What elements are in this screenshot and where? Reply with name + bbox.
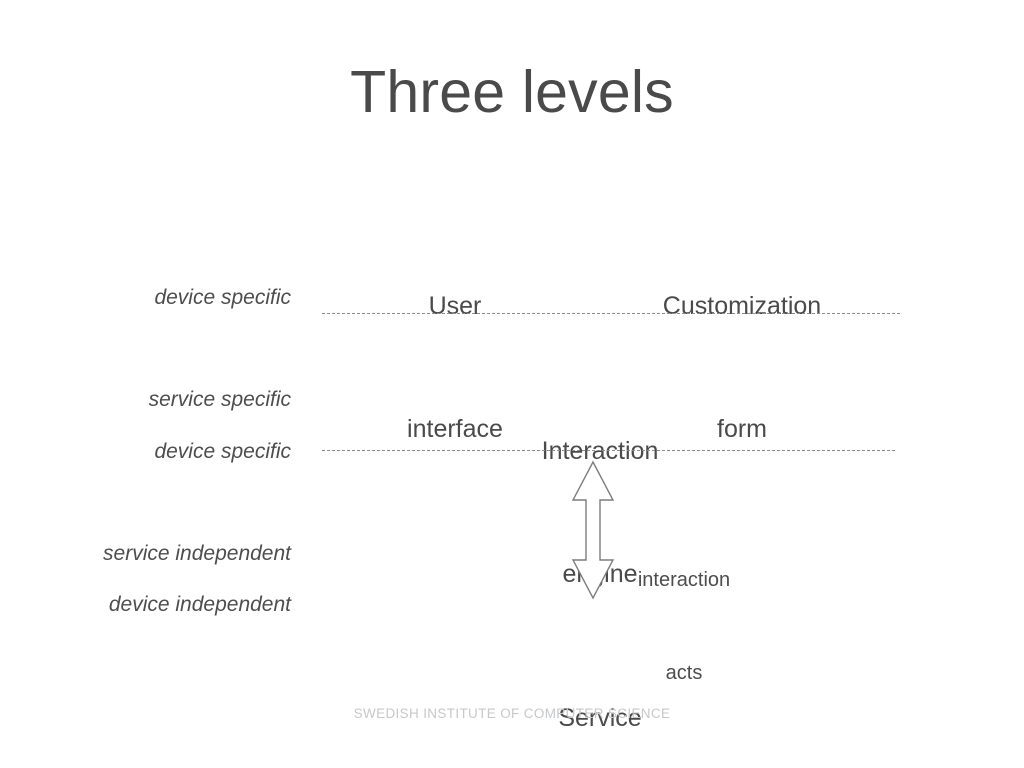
block-text-line-1: Service [558,704,642,732]
level-label-device-specific-service-independent: device specific service independent [103,367,291,639]
block-text-line-1: Interaction [541,437,659,465]
block-text-line-1: User [428,292,482,320]
level-label-line-1: device specific [154,286,291,309]
level-label-device-specific-service-specific: device specific service specific [149,213,291,485]
double-headed-vertical-arrow-icon [571,460,615,600]
footer-organization: SWEDISH INSTITUTE OF COMPUTER SCIENCE [353,706,671,721]
level-label-line-2: service independent [103,542,291,565]
divider-level-2-3 [322,450,895,451]
level-label-device-independent: device independent [109,520,291,690]
connector-label-line-2: acts [665,662,703,684]
block-customization-form: Customization form [612,204,872,532]
level-label-line-1: device specific [154,440,291,463]
level-label-line-1: device independent [108,593,291,616]
connector-label-line-1: interaction [637,569,731,591]
block-service: Service [470,633,730,768]
double-arrow-icon [568,460,618,600]
divider-level-1-2 [322,313,900,314]
block-text-line-2: form [717,415,767,443]
page-title: Three levels [350,59,674,125]
block-text-line-2: interface [407,415,503,443]
connector-label-interaction-acts: interaction acts [613,503,755,751]
level-label-line-2: service specific [148,388,291,411]
block-text-line-1: Customization [662,292,822,320]
block-user-interface: User interface [355,204,555,532]
